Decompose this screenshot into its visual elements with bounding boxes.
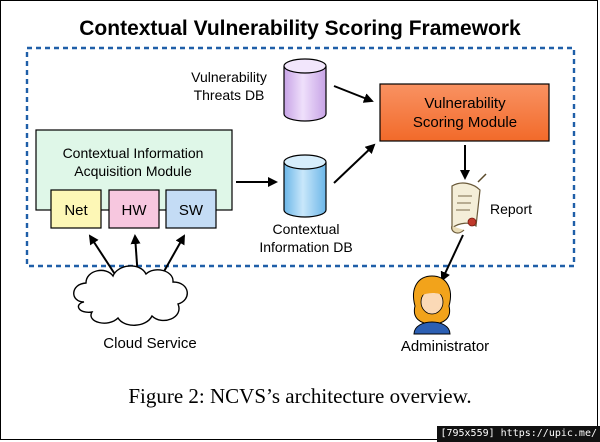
arrow-context-db-to-scoring <box>333 143 376 184</box>
cloud-service-label: Cloud Service <box>103 335 196 352</box>
context-db-icon <box>283 154 327 218</box>
arrow-report-to-admin <box>440 234 464 282</box>
report-label: Report <box>490 201 532 217</box>
hw-label: HW <box>122 202 148 219</box>
arrow-vuln-db-to-scoring <box>333 85 374 103</box>
scoring-module-label-2: Scoring Module <box>413 114 517 131</box>
cloud-icon <box>73 265 188 326</box>
hw-box <box>108 189 160 229</box>
net-label: Net <box>64 202 88 219</box>
acquisition-module-label-1: Contextual Information <box>63 145 204 161</box>
administrator-icon <box>413 275 451 335</box>
scoring-module-box <box>379 83 550 142</box>
diagram-title: Contextual Vulnerability Scoring Framewo… <box>79 17 521 40</box>
vuln-db-label-1: Vulnerability <box>191 69 267 85</box>
administrator-label: Administrator <box>401 338 489 355</box>
framework-boundary <box>25 46 576 268</box>
figure-caption: Figure 2: NCVS’s architecture overview. <box>128 384 472 408</box>
context-db-label-2: Information DB <box>259 239 352 255</box>
vuln-threats-db-icon <box>283 58 327 122</box>
sw-box <box>165 189 217 229</box>
scoring-module-label-1: Vulnerability <box>424 95 506 112</box>
acquisition-module-label-2: Acquisition Module <box>74 163 192 179</box>
net-box <box>50 189 102 229</box>
watermark: [795x559] https://upic.me/ <box>437 426 600 442</box>
context-db-label-1: Contextual <box>273 221 340 237</box>
sw-label: SW <box>179 202 204 219</box>
vuln-db-label-2: Threats DB <box>194 87 265 103</box>
report-scroll-icon <box>451 173 487 234</box>
